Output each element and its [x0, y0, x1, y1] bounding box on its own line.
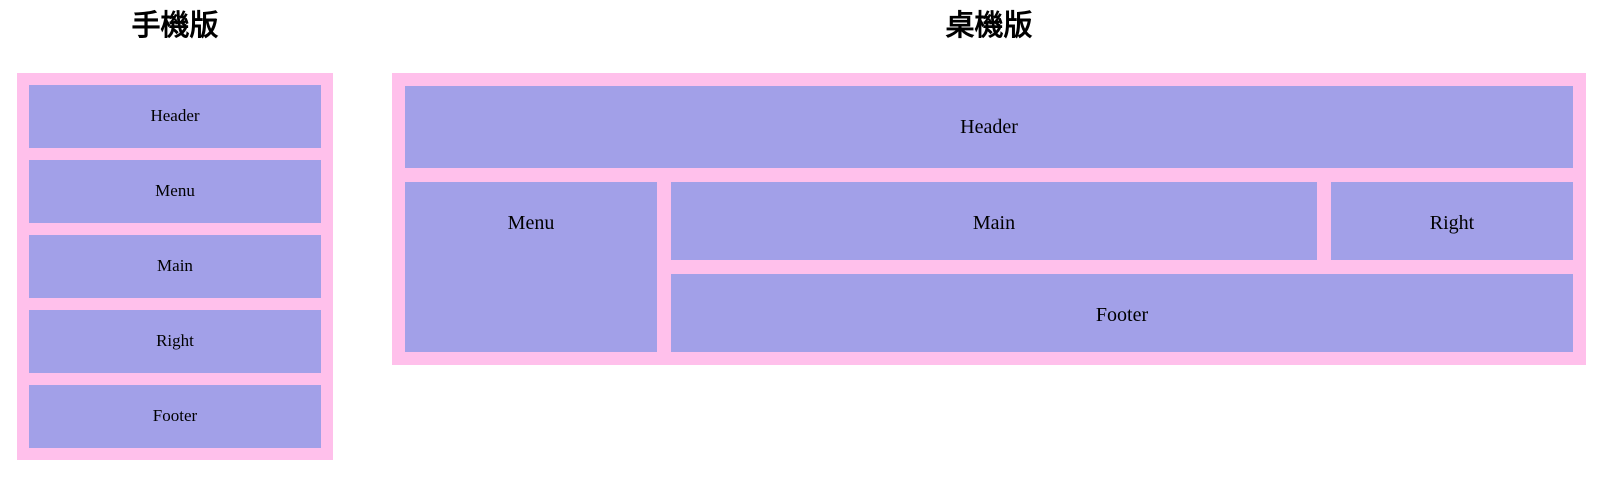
mobile-right-box: Right [29, 310, 321, 373]
mobile-header-box: Header [29, 85, 321, 148]
mobile-menu-box: Menu [29, 160, 321, 223]
desktop-title: 桌機版 [945, 10, 1033, 42]
desktop-menu-box: Menu [405, 182, 657, 352]
desktop-footer-box: Footer [671, 274, 1573, 352]
mobile-footer-box: Footer [29, 385, 321, 448]
desktop-panel: 桌機版 Header Menu Main Right Footer [392, 0, 1586, 365]
mobile-panel: 手機版 Header Menu Main Right Footer [17, 0, 333, 460]
layout-comparison: 手機版 Header Menu Main Right Footer 桌機版 He… [17, 0, 1586, 460]
desktop-right-box: Right [1331, 182, 1573, 260]
mobile-title: 手機版 [131, 10, 219, 42]
mobile-main-box: Main [29, 235, 321, 298]
mobile-layout-container: Header Menu Main Right Footer [17, 73, 333, 460]
desktop-header-box: Header [405, 86, 1573, 168]
desktop-layout-container: Header Menu Main Right Footer [392, 73, 1586, 365]
desktop-main-box: Main [671, 182, 1317, 260]
